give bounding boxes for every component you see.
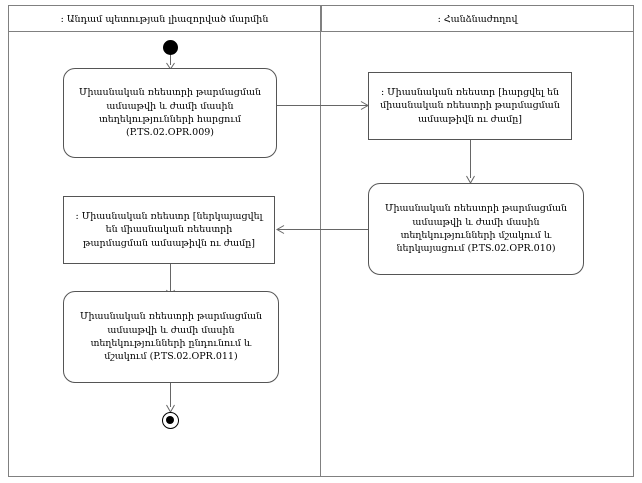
edge-left-activity-2-to-final — [155, 383, 187, 415]
edge-left-activity-1-to-right-object-1 — [277, 97, 373, 113]
activity-node-left-1-label: Միասնական ռեեստրի թարմացման ամսաթվի և ժա… — [78, 87, 262, 139]
activity-node-right-1[interactable]: Միասնական ռեեստրի թարմացման ամսաթվի և ժա… — [368, 183, 584, 275]
activity-node-left-2[interactable]: Միասնական ռեեստրի թարմացման ամսաթվի և ժա… — [63, 291, 279, 383]
activity-node-right-1-label: Միասնական ռեեստրի թարմացման ամսաթվի և ժա… — [384, 203, 568, 255]
activity-node-left-1[interactable]: Միասնական ռեեստրի թարմացման ամսաթվի և ժա… — [63, 68, 277, 158]
object-node-left-1[interactable]: : Միասնական ռեեստր [ներկայացվել են միասն… — [63, 196, 275, 264]
edge-right-activity-1-to-left-object-1 — [272, 221, 372, 237]
swimlane-header-right: : Հանձնաժողով — [321, 5, 634, 32]
edge-right-object-1-to-right-activity-1 — [455, 140, 487, 186]
activity-node-left-2-label: Միասնական ռեեստրի թարմացման ամսաթվի և ժա… — [79, 311, 263, 363]
object-node-right-1[interactable]: : Միասնական ռեեստր [հարցվել են միասնական… — [368, 72, 572, 140]
swimlane-divider — [320, 32, 321, 477]
initial-node[interactable] — [163, 40, 178, 55]
object-node-left-1-label: : Միասնական ռեեստր [ներկայացվել են միասն… — [75, 210, 263, 249]
swimlane-header-left: : Անդամ պետության լիազորված մարմին — [8, 5, 321, 32]
final-node[interactable] — [162, 412, 179, 429]
object-node-right-1-label: : Միասնական ռեեստր [հարցվել են միասնական… — [380, 86, 560, 125]
